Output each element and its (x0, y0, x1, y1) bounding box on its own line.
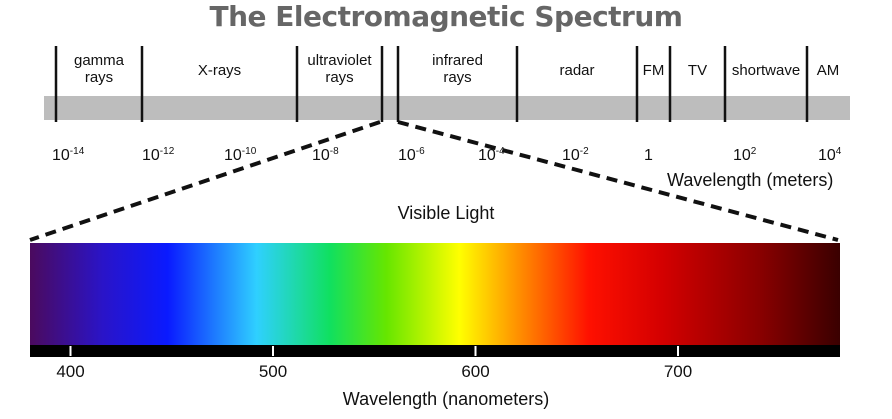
wavelength-label: 10-12 (142, 146, 175, 164)
nm-tick-label: 500 (258, 362, 288, 381)
visible-spectrum-bar (30, 243, 840, 345)
band-label-tv: TV (687, 62, 708, 79)
band-label-fm: FM (642, 62, 665, 79)
band-label-radar: radar (559, 62, 595, 79)
band-bar (44, 96, 850, 120)
band-label-am: AM (816, 62, 840, 79)
wavelength-label: 10-10 (224, 146, 257, 164)
meters-axis-caption: Wavelength (meters) (667, 170, 834, 190)
band-dividers (54, 46, 809, 122)
wavelength-label: 1 (644, 147, 653, 164)
wavelength-label: 10-14 (52, 146, 85, 164)
band-label-shortwave: shortwave (731, 62, 801, 79)
nm-tick-marks (69, 346, 679, 356)
wavelength-label: 102 (733, 146, 757, 164)
wavelength-label: 10-6 (398, 146, 425, 164)
nm-tick-label: 600 (461, 362, 490, 381)
nm-tick-label: 400 (56, 362, 85, 381)
nm-scale-strip (30, 345, 840, 357)
diagram-title: The Electromagnetic Spectrum (209, 0, 683, 33)
wavelength-label: 10-2 (562, 146, 589, 164)
zoom-line-right (397, 120, 839, 242)
wavelength-label: 10-8 (312, 146, 339, 164)
wavelength-label: 104 (818, 146, 842, 164)
zoom-line-left (29, 120, 381, 242)
nm-tick-label: 700 (663, 362, 693, 381)
visible-light-caption: Visible Light (397, 203, 495, 223)
wavelength-label: 10-4 (478, 146, 505, 164)
nm-axis-caption: Wavelength (nanometers) (342, 389, 550, 409)
band-label-xray: X-rays (197, 62, 242, 79)
